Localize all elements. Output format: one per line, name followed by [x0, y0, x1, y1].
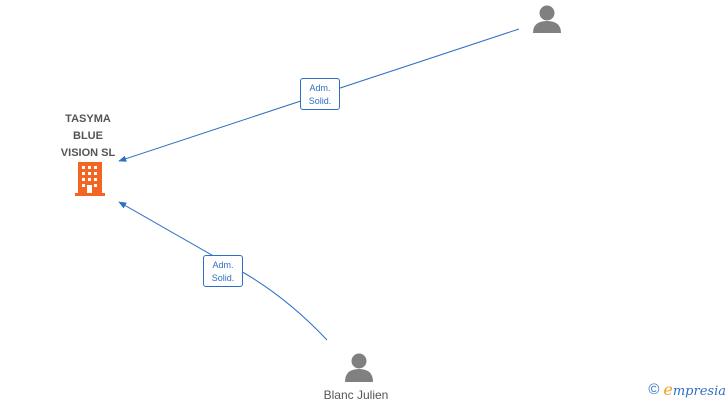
person-name[interactable]: Blanc Julien [323, 388, 389, 402]
edge-label-type: Solid. [211, 273, 235, 283]
brand-logo: empresia [663, 380, 726, 399]
edge-label: Adm. Solid. [300, 78, 340, 110]
building-icon[interactable] [75, 162, 105, 196]
brand-logo-initial: e [663, 379, 673, 399]
copyright-icon: © [648, 380, 660, 398]
edge-label-type: Solid. [308, 96, 332, 106]
edge-label: Adm. Solid. [203, 255, 243, 287]
edge-label-role: Adm. [212, 260, 234, 270]
brand-logo-rest: mpresia [672, 383, 726, 399]
person-icon[interactable] [345, 353, 373, 383]
footer-brand: © empresia [648, 378, 726, 400]
edge-label-role: Adm. [309, 83, 331, 93]
person-icon[interactable] [533, 5, 561, 34]
company-name[interactable]: TASYMA BLUE VISION SL [60, 113, 116, 159]
